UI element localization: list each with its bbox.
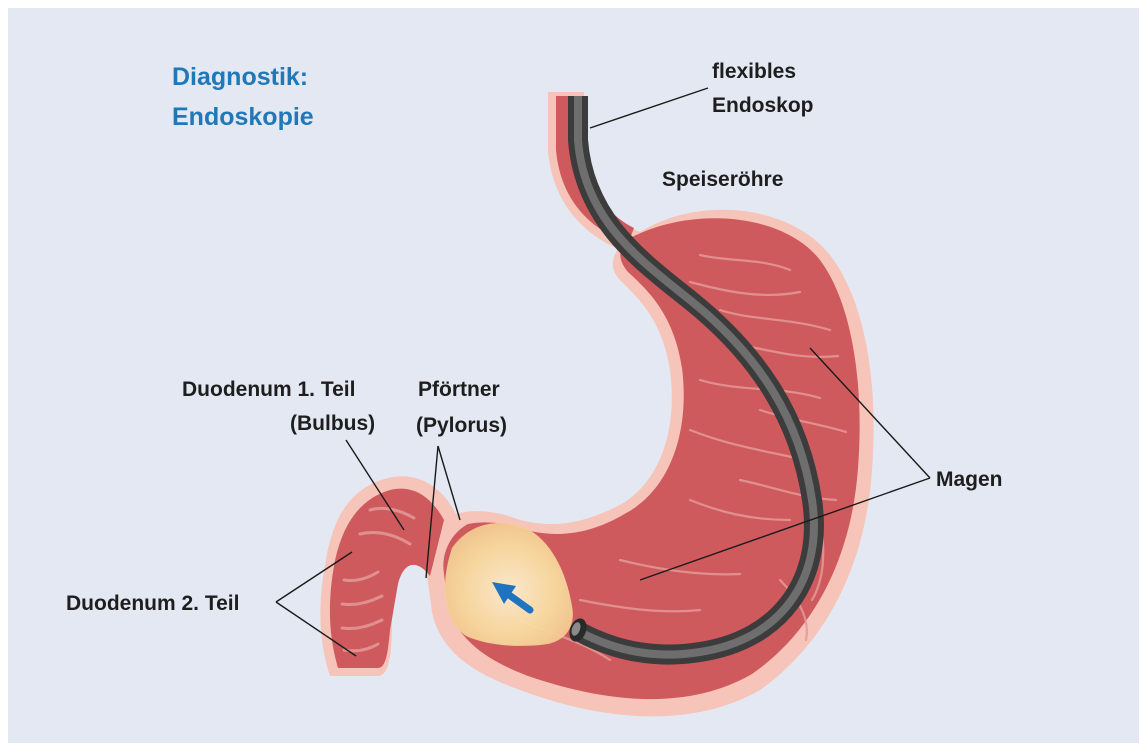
label-endoscope-line2: Endoskop [712,94,814,117]
label-endoscope-line1: flexibles [712,60,796,83]
label-stomach: Magen [936,468,1003,491]
diagram-title-line1: Diagnostik: [172,63,308,91]
label-duodenum2: Duodenum 2. Teil [66,592,239,615]
label-pylorus-line1: Pförtner [418,378,500,401]
label-duodenum1-line1: Duodenum 1. Teil [182,378,355,401]
label-duodenum1-line2: (Bulbus) [290,412,375,435]
diagram-title-line2: Endoskopie [172,103,314,131]
label-pylorus-line2: (Pylorus) [416,414,507,437]
label-esophagus: Speiseröhre [662,168,783,191]
